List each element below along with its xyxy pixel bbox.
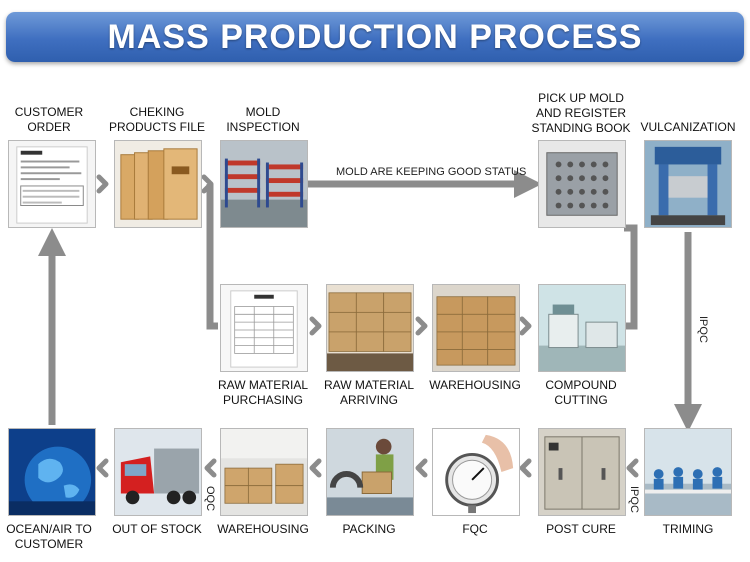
chevron-packing-to-warehousing xyxy=(309,458,322,478)
file-folders-photo xyxy=(114,140,202,228)
oven-photo xyxy=(538,428,626,516)
oqc-label: OQC xyxy=(204,486,216,512)
chevron-trimming-to-postcure xyxy=(626,458,639,478)
chevron-outofstock-to-ocean xyxy=(96,458,109,478)
packing-worker-photo xyxy=(326,428,414,516)
trimming-workers-photo xyxy=(644,428,732,516)
mold-shelves-photo xyxy=(220,140,308,228)
globe-map-photo xyxy=(8,428,96,516)
connector-mold-to-purchasing xyxy=(206,184,218,330)
step-label-post-cure: POST CURE xyxy=(546,522,616,536)
connector-cutting-to-pickup xyxy=(624,224,638,330)
order-document-photo xyxy=(8,140,96,228)
chevron-file-to-mold xyxy=(201,174,214,194)
hardness-gauge-photo xyxy=(432,428,520,516)
chevron-warehousing-to-cutting xyxy=(519,316,532,336)
chevron-warehousing-to-outofstock xyxy=(204,458,217,478)
step-label-warehousing-bottom: WAREHOUSING xyxy=(217,522,309,536)
mold-plate-photo xyxy=(538,140,626,228)
cutting-machine-photo xyxy=(538,284,626,372)
step-label-trimming: TRIMING xyxy=(662,522,714,536)
chevron-purchasing-to-arriving xyxy=(309,316,322,336)
step-label-fqc: FQC xyxy=(462,522,488,536)
ipqc-label-postcure: IPQC xyxy=(628,486,640,513)
step-label-warehousing-top: WAREHOUSING xyxy=(429,378,521,392)
ipqc-label-right: IPQC xyxy=(697,316,709,343)
chevron-postcure-to-fqc xyxy=(519,458,532,478)
page-title: MASS PRODUCTION PROCESS xyxy=(107,17,643,56)
step-label-out-of-stock: OUT OF STOCK xyxy=(112,522,202,536)
step-label-vulcanization: VULCANIZATION xyxy=(640,120,736,134)
press-machine-photo xyxy=(644,140,732,228)
purchase-form-photo xyxy=(220,284,308,372)
truck-photo xyxy=(114,428,202,516)
step-label-packing: PACKING xyxy=(342,522,396,536)
warehouse-boxes-photo xyxy=(432,284,520,372)
chevron-order-to-file xyxy=(96,174,109,194)
material-boxes-photo xyxy=(326,284,414,372)
chevron-arriving-to-warehousing xyxy=(415,316,428,336)
title-banner: MASS PRODUCTION PROCESS xyxy=(6,12,744,62)
chevron-fqc-to-packing xyxy=(415,458,428,478)
mold-status-note: MOLD ARE KEEPING GOOD STATUS xyxy=(336,166,527,178)
warehouse-stock-photo xyxy=(220,428,308,516)
